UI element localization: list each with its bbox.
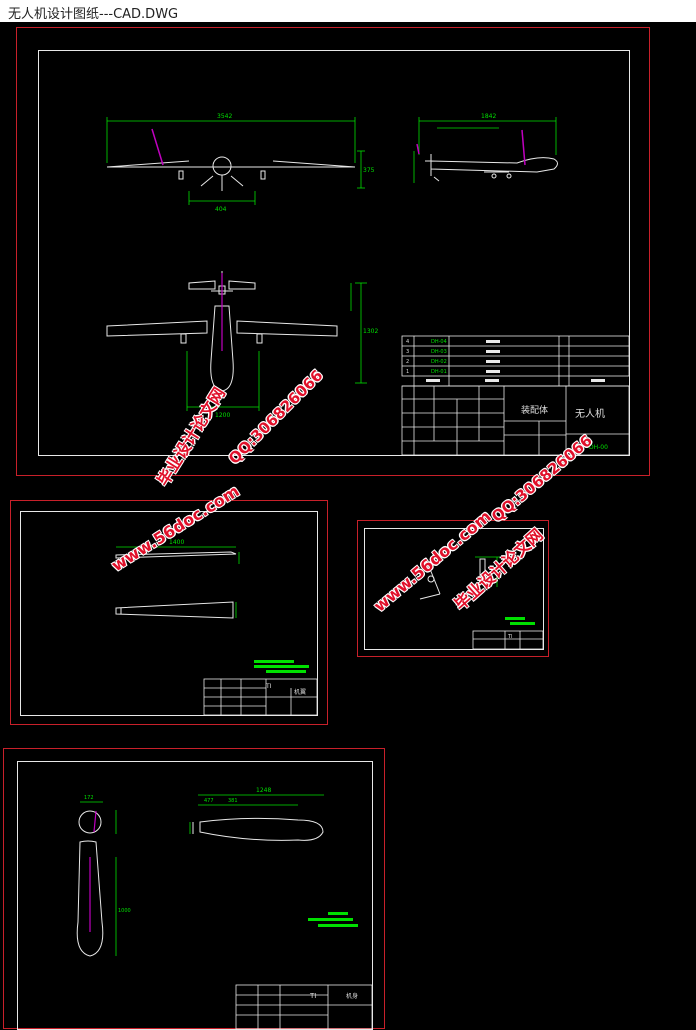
assembly-drawing: 3542 375 404	[106, 113, 629, 455]
dim-span-label: 3542	[217, 113, 232, 120]
part-code-2: DH-02	[431, 359, 447, 365]
fuselage-dim-length: 1000	[118, 908, 131, 914]
assembly-title: 装配体	[521, 404, 548, 416]
gear-title-label: TI	[507, 634, 513, 640]
sheet-wing[interactable]: 1400 TI 机翼	[10, 500, 328, 725]
gear-drawing: TI	[419, 556, 543, 649]
sheet-assembly[interactable]: 3542 375 404	[16, 27, 650, 476]
part-code-1: DH-01	[431, 369, 447, 375]
window-titlebar: 无人机设计图纸---CAD.DWG	[0, 0, 696, 23]
sheet-assembly-frame: 3542 375 404	[38, 50, 630, 456]
part-no-3: 3	[406, 349, 409, 355]
drawing-number: DH-00	[589, 444, 608, 451]
sheet-gear-frame: TI	[364, 528, 544, 650]
part-code-4: DH-04	[431, 339, 447, 345]
cad-canvas[interactable]: 3542 375 404	[0, 22, 696, 1030]
fuselage-dim-width: 172	[84, 795, 94, 801]
dim-top-gear-label: 1200	[215, 412, 230, 419]
fuselage-part-name: 机身	[346, 992, 358, 1000]
gear-title-block	[472, 630, 543, 649]
part-no-2: 2	[406, 359, 409, 365]
part-code-3: DH-03	[431, 349, 447, 355]
product-name: 无人机	[575, 407, 605, 420]
part-no-4: 4	[406, 339, 409, 345]
sheet-gear[interactable]: TI	[357, 520, 549, 657]
wing-title-block	[203, 678, 317, 715]
sheet-wing-frame: 1400 TI 机翼	[20, 511, 318, 716]
fuselage-drawing: 1248 477 381 172 1000	[76, 787, 372, 1029]
dim-gear-label: 404	[215, 206, 227, 213]
sheet-fuselage-frame: 1248 477 381 172 1000	[17, 761, 373, 1030]
dim-top-length-label: 1302	[363, 328, 378, 335]
wing-dim-label: 1400	[169, 539, 184, 546]
fuselage-title-block	[235, 984, 372, 1029]
sheet-fuselage[interactable]: 1248 477 381 172 1000	[3, 748, 385, 1030]
fuselage-title-label: TI	[309, 992, 316, 1000]
highlight-leader	[151, 128, 164, 166]
wing-title-label: TI	[265, 683, 272, 690]
fuselage-dim-label: 1248	[256, 787, 271, 794]
dim-side-length-label: 1842	[481, 113, 496, 120]
part-no-1: 1	[406, 369, 409, 375]
fuselage-dim-a: 477	[204, 798, 214, 804]
fuselage-dim-b: 381	[228, 798, 238, 804]
title-block	[401, 385, 629, 455]
wing-drawing: 1400 TI 机翼	[115, 539, 317, 715]
dim-height-label: 375	[363, 167, 375, 174]
wing-part-name: 机翼	[294, 688, 306, 696]
window-title: 无人机设计图纸---CAD.DWG	[8, 7, 179, 22]
